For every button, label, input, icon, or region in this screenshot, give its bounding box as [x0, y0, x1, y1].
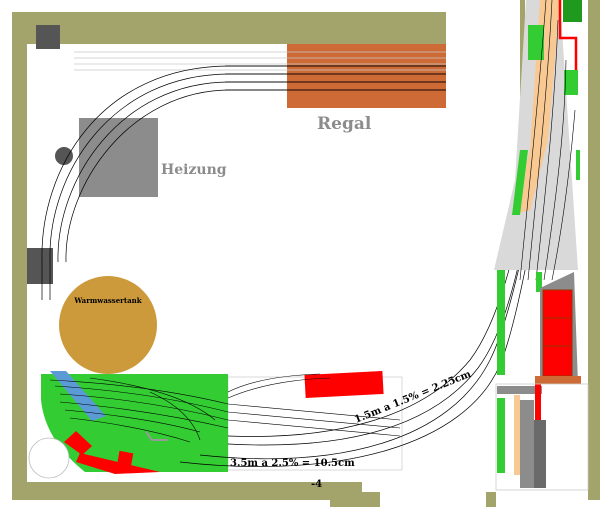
red-building-4 [304, 370, 384, 399]
tank-label: Warmwassertank [73, 296, 141, 305]
right-frame [495, 383, 589, 491]
heater-label: Heizung [161, 162, 227, 178]
wall-top [12, 12, 446, 44]
peach-side [514, 395, 520, 475]
green-right-4 [564, 70, 578, 95]
level-mark: -4 [311, 479, 322, 490]
grey-track-stub [145, 431, 168, 441]
orange-platform [535, 376, 581, 384]
blue-platform [50, 371, 106, 421]
wall-right-edge [588, 0, 600, 500]
grey-column-1 [520, 400, 534, 488]
wall-bottom [12, 482, 362, 500]
wall-left [12, 12, 27, 500]
water-tank: Warmwassertank [59, 276, 157, 374]
red-bar [535, 384, 541, 420]
green-side-3 [536, 272, 542, 292]
heater-box [79, 118, 158, 197]
heater-pipe [55, 147, 73, 165]
green-right-3 [512, 150, 528, 215]
right-yard [494, 0, 589, 491]
red-building-3 [116, 450, 134, 470]
red-shed-box [542, 289, 573, 377]
grey-column-2 [534, 420, 546, 488]
turntable [28, 437, 70, 479]
green-side-1 [497, 270, 505, 375]
green-right-1 [563, 0, 582, 22]
grey-bar [497, 386, 542, 394]
shelf-label: Regal [317, 114, 372, 134]
green-side-2 [497, 398, 505, 473]
shelf-box [287, 44, 446, 108]
yard-peach-strip [512, 0, 560, 215]
station-area [28, 370, 403, 479]
wall-right-bottom [486, 492, 496, 507]
wall-bottom-step [330, 492, 380, 507]
red-building-1 [64, 431, 92, 455]
green-right-5 [576, 150, 580, 180]
pillar-top-left [36, 25, 60, 49]
heater: Heizung [55, 118, 227, 197]
left-wall-block [27, 248, 53, 284]
red-outline [558, 0, 578, 70]
green-right-2 [528, 25, 544, 60]
grade-label-lower: 3.5m a 2.5% = 10.5cm [230, 458, 355, 469]
tank-circle [59, 276, 157, 374]
